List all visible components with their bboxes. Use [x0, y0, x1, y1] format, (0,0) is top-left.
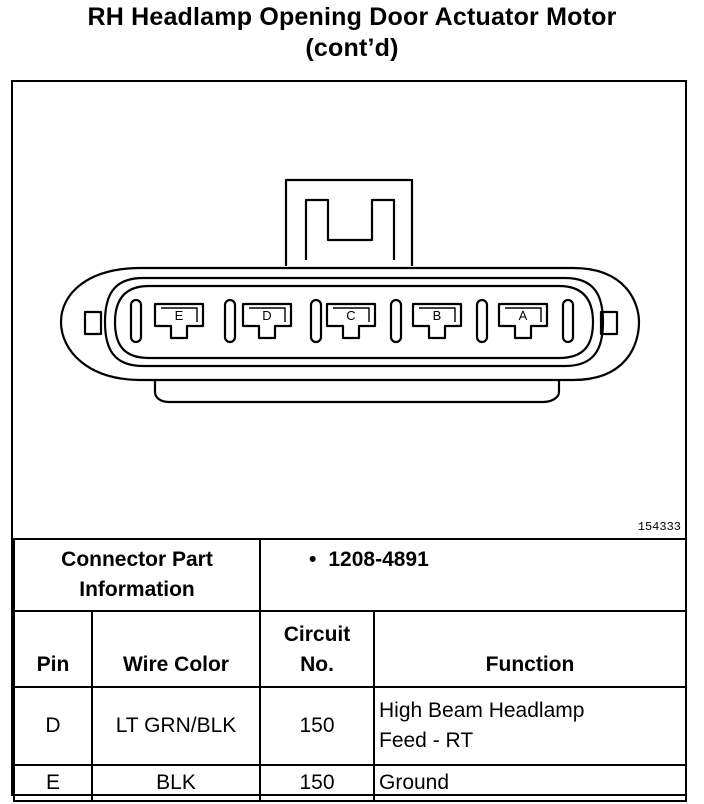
header-circuit-line-1: Circuit: [283, 623, 351, 646]
connector-part-row: Connector Part Information • 1208-4891: [13, 538, 688, 612]
connector-info-table: Connector Part Information • 1208-4891 Pi…: [13, 538, 688, 802]
page-title: RH Headlamp Opening Door Actuator Motor …: [0, 2, 704, 64]
title-line-1: RH Headlamp Opening Door Actuator Motor: [87, 3, 617, 31]
table-header-row: Pin Wire Color Circuit No. Function: [13, 610, 688, 688]
header-circuit-line-2: No.: [300, 653, 334, 676]
connector-part-label: Connector Part Information: [13, 538, 261, 612]
figure-number: 154333: [637, 520, 681, 534]
cell-wire-color: LT GRN/BLK: [91, 686, 261, 766]
header-wire-color: Wire Color: [91, 610, 261, 688]
document-frame: E D C B A 154333 Connector Part Informat…: [11, 80, 688, 802]
pin-label-d: D: [262, 308, 271, 323]
header-pin: Pin: [13, 610, 93, 688]
cell-pin: E: [13, 764, 93, 802]
connector-part-value: • 1208-4891: [258, 538, 688, 612]
header-circuit: Circuit No.: [259, 610, 375, 688]
cell-function-line-2: Feed - RT: [379, 729, 474, 752]
connector-diagram: E D C B A 154333: [13, 82, 685, 538]
pin-label-a: A: [519, 308, 528, 323]
bullet: •: [309, 548, 317, 571]
title-line-2: (cont’d): [305, 34, 399, 62]
cell-circuit: 150: [259, 686, 375, 766]
cell-function-line-1: High Beam Headlamp: [379, 699, 585, 722]
pin-label-c: C: [346, 308, 355, 323]
cell-wire-color: BLK: [91, 764, 261, 802]
connector-drawing: E D C B A: [59, 178, 641, 404]
cell-function: High Beam Headlamp Feed - RT: [372, 686, 688, 766]
connector-part-label-line-1: Connector Part: [61, 548, 213, 571]
table-row: E BLK 150 Ground: [13, 764, 688, 802]
cell-pin: D: [13, 686, 93, 766]
header-function: Function: [372, 610, 688, 688]
table-row: D LT GRN/BLK 150 High Beam Headlamp Feed…: [13, 686, 688, 766]
cell-circuit: 150: [259, 764, 375, 802]
connector-part-label-line-2: Information: [79, 578, 195, 601]
pin-label-b: B: [433, 308, 442, 323]
pin-label-e: E: [175, 308, 184, 323]
cell-function: Ground: [372, 764, 688, 802]
part-number: 1208-4891: [328, 548, 429, 571]
